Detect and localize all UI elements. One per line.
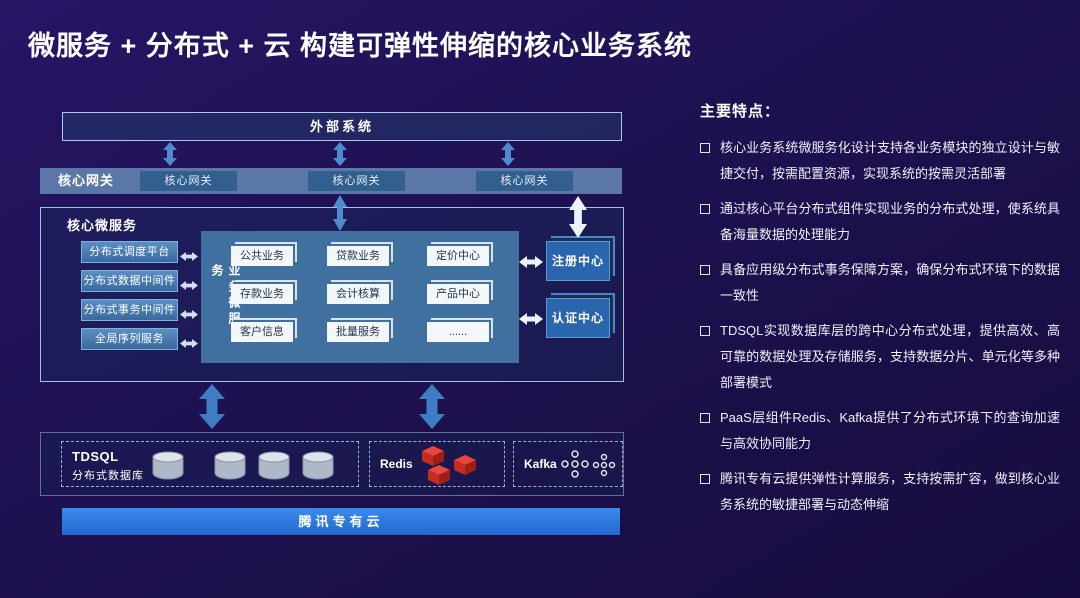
feature-item: 核心业务系统微服务化设计支持各业务模块的独立设计与敏捷交付，按需配置资源，实现系…: [700, 135, 1060, 187]
database-cylinder-icon: [256, 450, 292, 485]
double-arrow-icon: [199, 384, 225, 434]
middleware-item: 全局序列服务: [81, 328, 178, 350]
middleware-item: 分布式调度平台: [81, 241, 178, 263]
data-layer-box: TDSQL 分布式数据库 Redis Kafka: [40, 432, 624, 496]
database-cylinder-icon: [300, 450, 336, 485]
gateway-item: 核心网关: [140, 171, 237, 191]
redis-group: Redis: [369, 441, 505, 487]
horizontal-double-arrow-icon: [519, 255, 543, 273]
kafka-label: Kafka: [524, 457, 557, 471]
feature-text: PaaS层组件Redis、Kafka提供了分布式环境下的查询加速与高效协同能力: [720, 410, 1060, 451]
feature-item: PaaS层组件Redis、Kafka提供了分布式环境下的查询加速与高效协同能力: [700, 405, 1060, 457]
feature-text: 具备应用级分布式事务保障方案，确保分布式环境下的数据一致性: [720, 262, 1060, 303]
page-title: 微服务 + 分布式 + 云 构建可弹性伸缩的核心业务系统: [28, 31, 693, 61]
service-chip: 批量服务: [327, 322, 389, 342]
registry-center-card: 注册中心: [546, 241, 610, 281]
double-arrow-icon: [569, 196, 587, 243]
service-chip: ......: [427, 322, 489, 342]
features-heading: 主要特点：: [700, 103, 781, 120]
service-chip: 贷款业务: [327, 246, 389, 266]
database-cylinder-icon: [150, 450, 186, 485]
bullet-square-icon: [700, 204, 710, 214]
feature-item: 具备应用级分布式事务保障方案，确保分布式环境下的数据一致性: [700, 257, 1060, 309]
business-services-panel: 业务微服务 公共业务 贷款业务 定价中心 存款业务 会计核算 产品中心 客户信息…: [201, 231, 519, 363]
bullet-square-icon: [700, 413, 710, 423]
service-chip: 产品中心: [427, 284, 489, 304]
tdsql-group: TDSQL 分布式数据库: [61, 441, 359, 487]
auth-center-card: 认证中心: [546, 298, 610, 338]
double-arrow-icon: [333, 142, 347, 171]
double-arrow-icon: [163, 142, 177, 171]
kafka-dots-icon: [560, 449, 590, 484]
double-arrow-icon: [501, 142, 515, 171]
core-microservices-box: 核心微服务 分布式调度平台 分布式数据中间件 分布式事务中间件 全局序列服务 业…: [40, 207, 624, 382]
horizontal-double-arrow-icon: [519, 312, 543, 330]
horizontal-double-arrow-icon: [180, 306, 198, 324]
gateway-item: 核心网关: [476, 171, 573, 191]
kafka-dots-icon: [592, 453, 616, 482]
feature-text: 通过核心平台分布式组件实现业务的分布式处理，使系统具备海量数据的处理能力: [720, 201, 1060, 242]
feature-text: TDSQL实现数据库层的跨中心分布式处理，提供高效、高可靠的数据处理及存储服务，…: [720, 323, 1060, 390]
bullet-square-icon: [700, 326, 710, 336]
middleware-item: 分布式数据中间件: [81, 270, 178, 292]
redis-cube-icon: [428, 465, 450, 490]
tdsql-name: TDSQL: [72, 449, 119, 464]
bullet-square-icon: [700, 143, 710, 153]
cloud-bar: 腾讯专有云: [62, 508, 620, 535]
gateway-item: 核心网关: [308, 171, 405, 191]
feature-item: 腾讯专有云提供弹性计算服务，支持按需扩容，做到核心业务系统的敏捷部署与动态伸缩: [700, 466, 1060, 518]
tdsql-desc: 分布式数据库: [72, 470, 144, 482]
gateway-bar-label: 核心网关: [58, 173, 115, 188]
horizontal-double-arrow-icon: [180, 277, 198, 295]
external-system-box: 外部系统: [62, 112, 622, 141]
feature-list: 核心业务系统微服务化设计支持各业务模块的独立设计与敏捷交付，按需配置资源，实现系…: [700, 135, 1060, 518]
middleware-item: 分布式事务中间件: [81, 299, 178, 321]
gateway-bar: 核心网关 核心网关 核心网关 核心网关: [40, 168, 622, 194]
double-arrow-icon: [333, 195, 347, 236]
bullet-square-icon: [700, 265, 710, 275]
feature-item: TDSQL实现数据库层的跨中心分布式处理，提供高效、高可靠的数据处理及存储服务，…: [700, 318, 1060, 396]
double-arrow-icon: [419, 384, 445, 434]
core-microservices-label: 核心微服务: [67, 218, 138, 233]
service-chip: 公共业务: [231, 246, 293, 266]
feature-text: 核心业务系统微服务化设计支持各业务模块的独立设计与敏捷交付，按需配置资源，实现系…: [720, 140, 1060, 181]
redis-label: Redis: [380, 457, 413, 471]
service-chip: 定价中心: [427, 246, 489, 266]
features-panel: 主要特点： 核心业务系统微服务化设计支持各业务模块的独立设计与敏捷交付，按需配置…: [700, 100, 1060, 527]
bullet-square-icon: [700, 474, 710, 484]
feature-item: 通过核心平台分布式组件实现业务的分布式处理，使系统具备海量数据的处理能力: [700, 196, 1060, 248]
kafka-group: Kafka: [513, 441, 623, 487]
feature-text: 腾讯专有云提供弹性计算服务，支持按需扩容，做到核心业务系统的敏捷部署与动态伸缩: [720, 471, 1060, 512]
horizontal-double-arrow-icon: [180, 248, 198, 266]
service-chip: 会计核算: [327, 284, 389, 304]
service-chip: 客户信息: [231, 322, 293, 342]
service-chip: 存款业务: [231, 284, 293, 304]
horizontal-double-arrow-icon: [180, 335, 198, 353]
database-cylinder-icon: [212, 450, 248, 485]
redis-cube-icon: [422, 446, 444, 471]
redis-cube-icon: [454, 455, 476, 480]
